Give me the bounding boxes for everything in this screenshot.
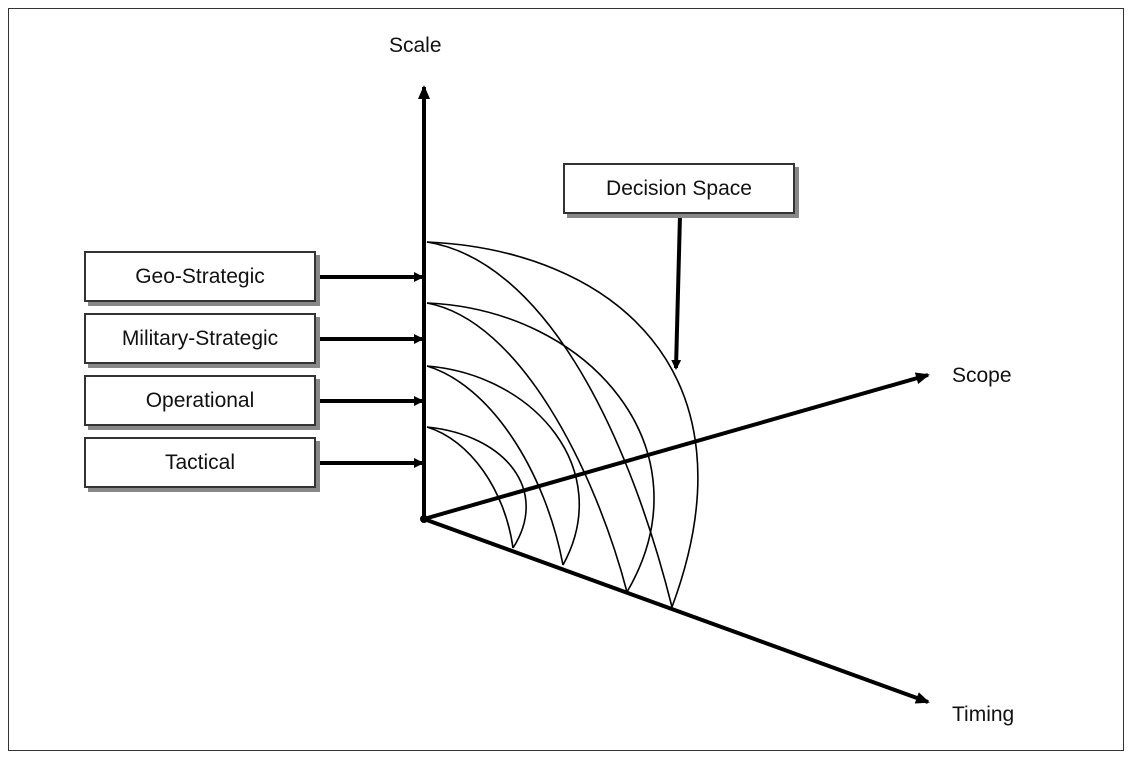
tactical-outer-curve <box>426 426 527 549</box>
scope-axis-label: Scope <box>952 364 1012 387</box>
frame-border <box>8 8 1124 751</box>
operational-outer-curve <box>426 365 581 566</box>
operational-box: Operational <box>84 375 316 426</box>
decision-space-box: Decision Space <box>563 163 795 214</box>
timing-axis-label: Timing <box>952 703 1015 726</box>
military-outer-curve <box>426 302 655 593</box>
operational-inner-curve <box>426 365 564 566</box>
scope-axis <box>423 372 930 521</box>
tactical-inner-curve <box>426 426 514 549</box>
military-strategic-box: Military-Strategic <box>84 313 316 364</box>
callout-arrow <box>671 214 682 370</box>
geo-outer-curve <box>426 241 699 608</box>
timing-axis <box>423 517 930 704</box>
scale-axis-label: Scale <box>389 34 442 57</box>
military-inner-curve <box>426 302 628 593</box>
geo-inner-curve <box>426 241 673 608</box>
geo-strategic-box: Geo-Strategic <box>84 251 316 302</box>
tactical-box: Tactical <box>84 437 316 488</box>
